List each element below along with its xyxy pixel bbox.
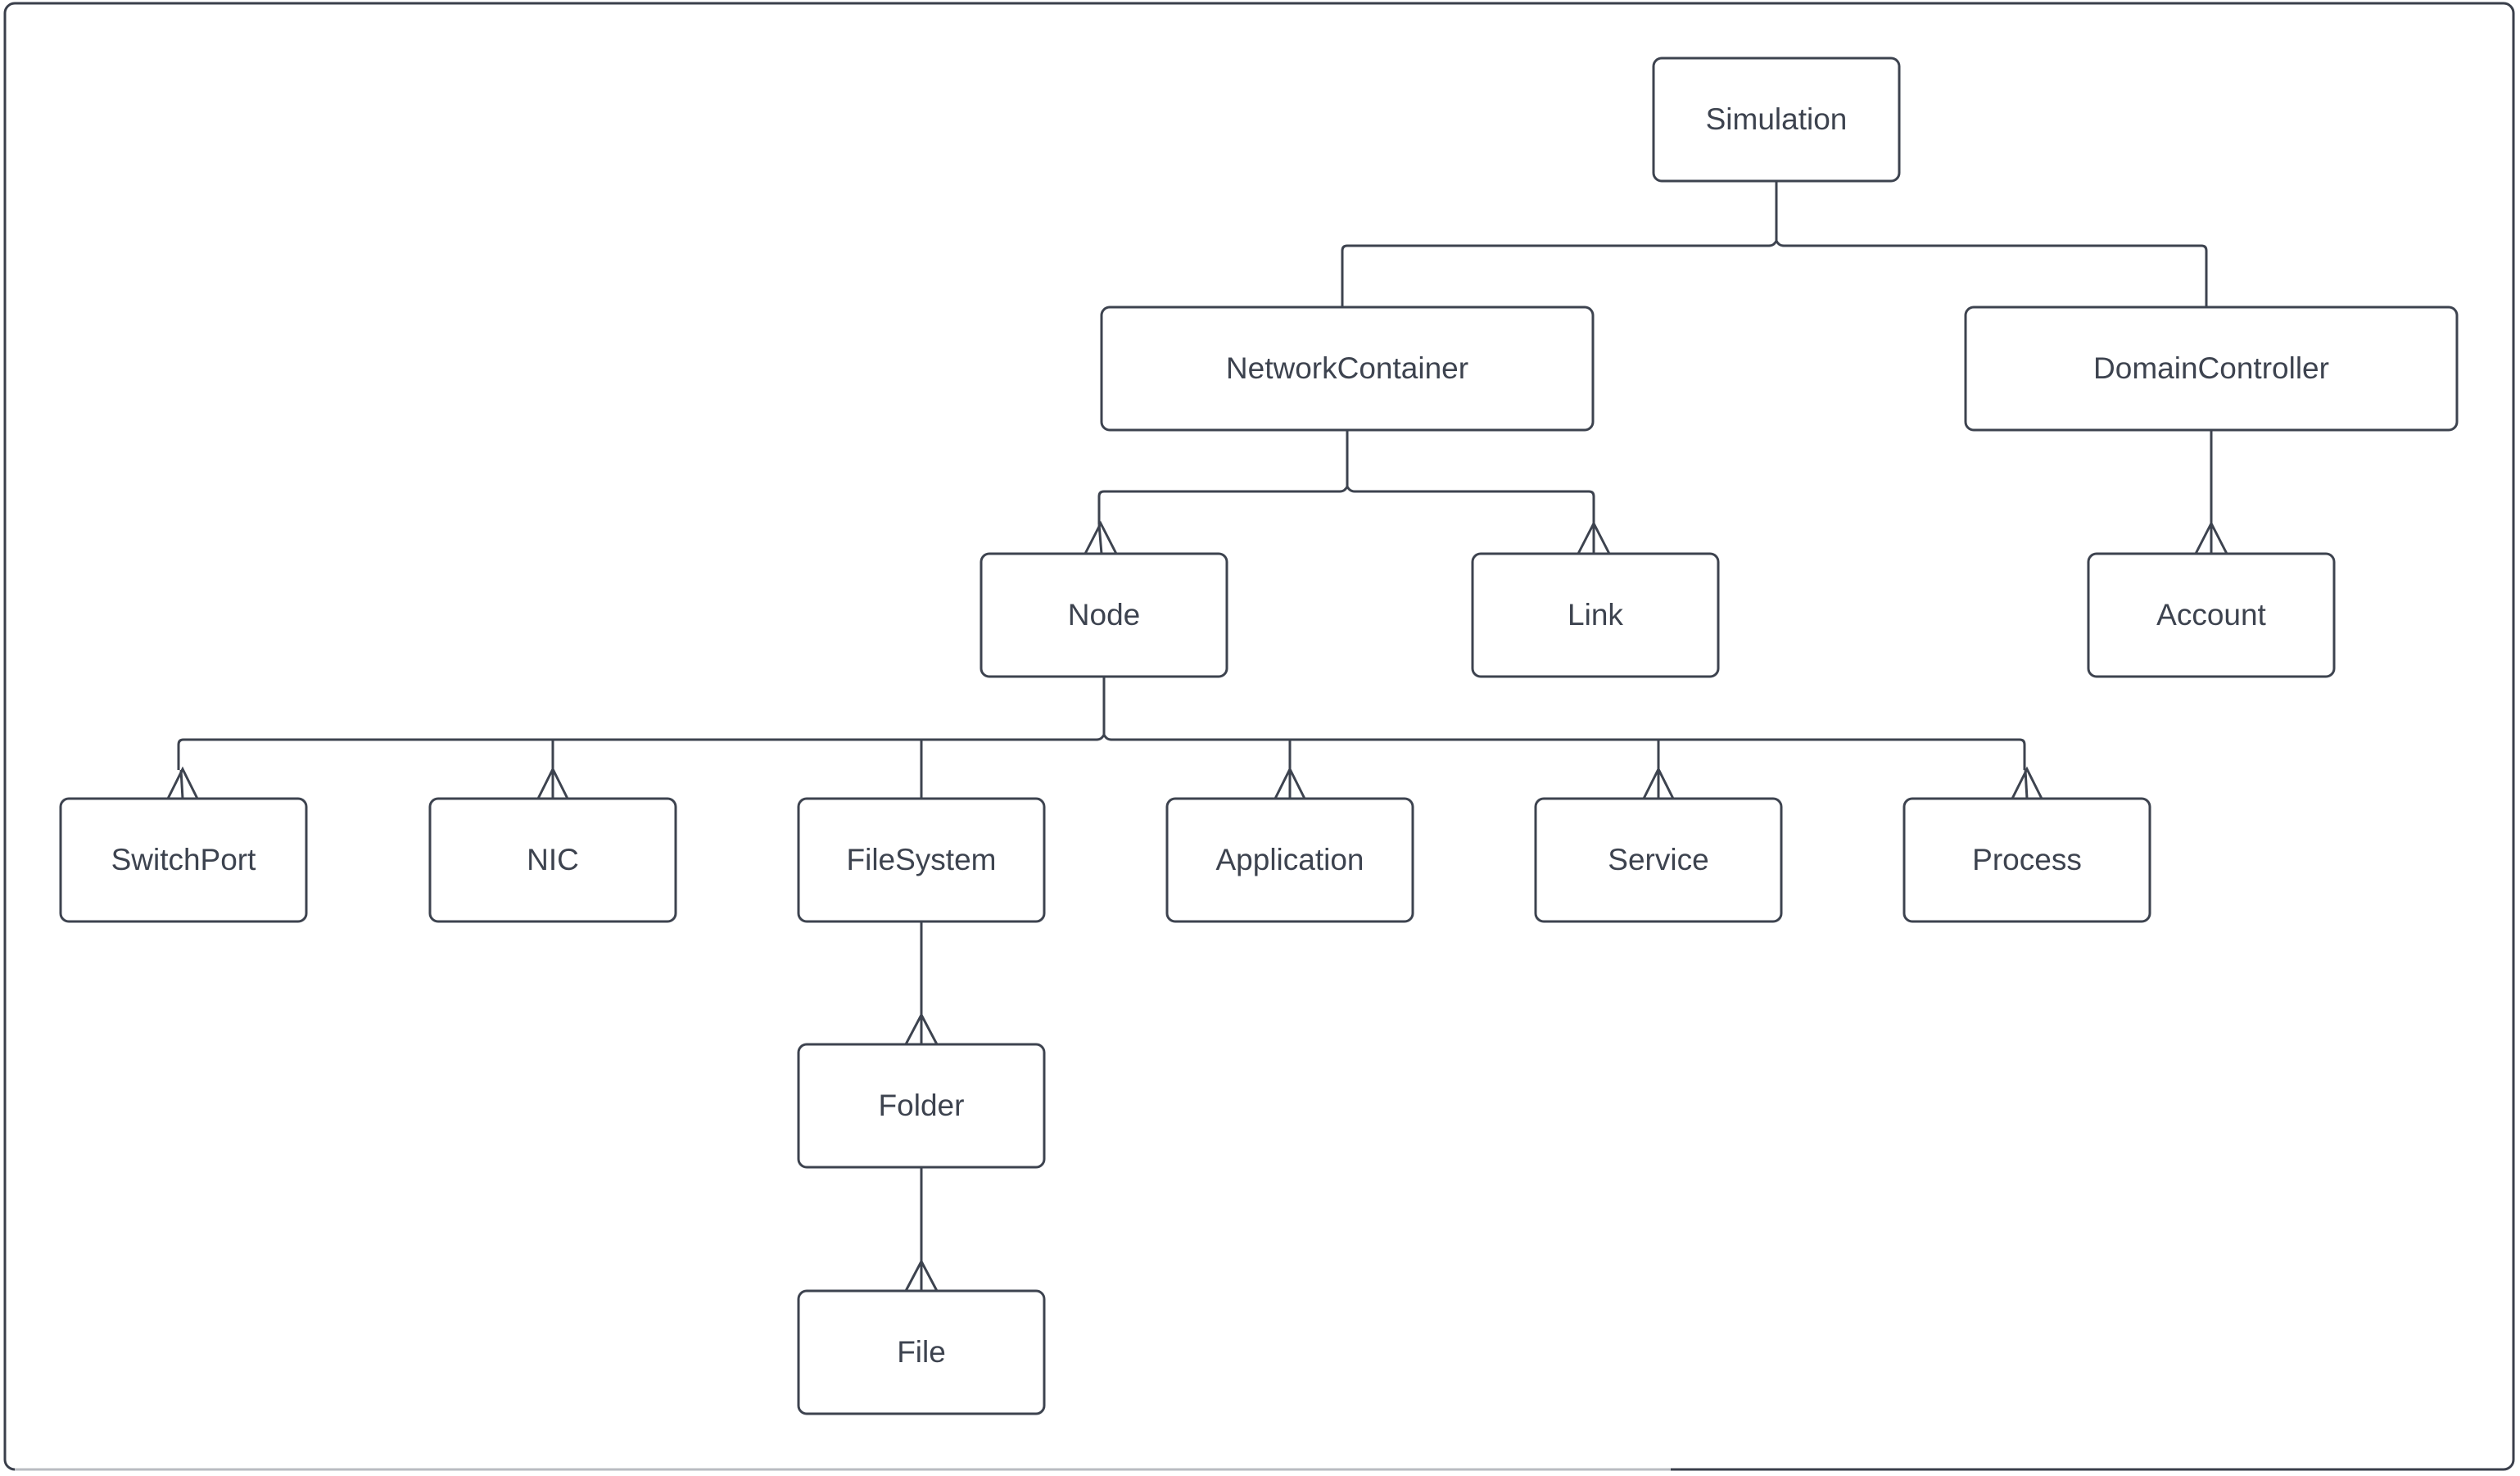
class-node-process-box[interactable] [1902,797,2151,923]
class-node-node[interactable]: Node [979,552,1228,678]
class-node-nic-label: NIC [527,843,579,876]
class-node-process-label: Process [1972,843,2082,876]
edge-node-bus [177,677,2026,770]
class-node-link-label: Link [1568,598,1623,632]
class-node-folder-box[interactable] [797,1043,1046,1169]
class-node-account[interactable]: Account [2087,552,2336,678]
class-node-application-label: Application [1215,843,1364,876]
class-node-account-box[interactable] [2087,552,2336,678]
arrowhead-link [1577,520,1611,555]
class-node-link[interactable]: Link [1471,552,1720,678]
arrowhead-process [2011,766,2043,799]
diagram-frame [3,2,2515,1471]
class-node-file[interactable]: File [797,1289,1046,1415]
class-node-switchport[interactable]: SwitchPort [59,797,308,923]
class-node-domaincontroller[interactable]: DomainController [1964,306,2459,432]
edge-simulation-bus [1341,181,2208,302]
class-node-service-label: Service [1608,843,1708,876]
edge-node-to-switchport-drop [179,769,184,799]
class-node-service-box[interactable] [1534,797,1783,923]
edge-networkcontainer-bus [1097,430,1595,524]
class-node-domaincontroller-label: DomainController [2093,351,2329,385]
class-node-folder[interactable]: Folder [797,1043,1046,1169]
node-layer: Simulation NetworkContainer DomainContro… [59,57,2459,1415]
class-node-domaincontroller-box[interactable] [1964,306,2459,432]
class-node-file-box[interactable] [797,1289,1046,1415]
arrowhead-service [1642,766,1675,799]
class-node-switchport-label: SwitchPort [111,843,257,876]
class-node-node-box[interactable] [979,552,1228,678]
class-node-simulation[interactable]: Simulation [1652,57,1901,183]
class-node-filesystem-label: FileSystem [847,843,997,876]
class-node-application[interactable]: Application [1165,797,1414,923]
edge-node-to-process-drop [2024,769,2029,799]
class-node-process[interactable]: Process [1902,797,2151,923]
class-node-application-box[interactable] [1165,797,1414,923]
connector-layer [166,181,2228,1292]
class-node-networkcontainer-box[interactable] [1100,306,1595,432]
class-node-filesystem[interactable]: FileSystem [797,797,1046,923]
arrowhead-nic [536,766,569,799]
class-node-link-box[interactable] [1471,552,1720,678]
arrowhead-node [1084,520,1118,555]
arrowhead-switchport [166,766,199,799]
arrowhead-application [1274,766,1306,799]
edge-networkcontainer-to-node-drop [1097,523,1103,555]
class-node-simulation-box[interactable] [1652,57,1901,183]
class-node-file-label: File [897,1335,946,1369]
class-node-service[interactable]: Service [1534,797,1783,923]
class-node-nic-box[interactable] [428,797,677,923]
class-node-filesystem-box[interactable] [797,797,1046,923]
arrowhead-account [2194,520,2228,555]
class-node-switchport-box[interactable] [59,797,308,923]
class-node-simulation-label: Simulation [1706,102,1848,136]
class-node-nic[interactable]: NIC [428,797,677,923]
class-node-networkcontainer-label: NetworkContainer [1226,351,1468,385]
class-node-node-label: Node [1068,598,1140,632]
frame-border [3,2,2515,1471]
class-node-account-label: Account [2156,598,2266,632]
class-node-networkcontainer[interactable]: NetworkContainer [1100,306,1595,432]
class-node-folder-label: Folder [879,1089,965,1122]
arrowhead-folder [904,1012,939,1045]
